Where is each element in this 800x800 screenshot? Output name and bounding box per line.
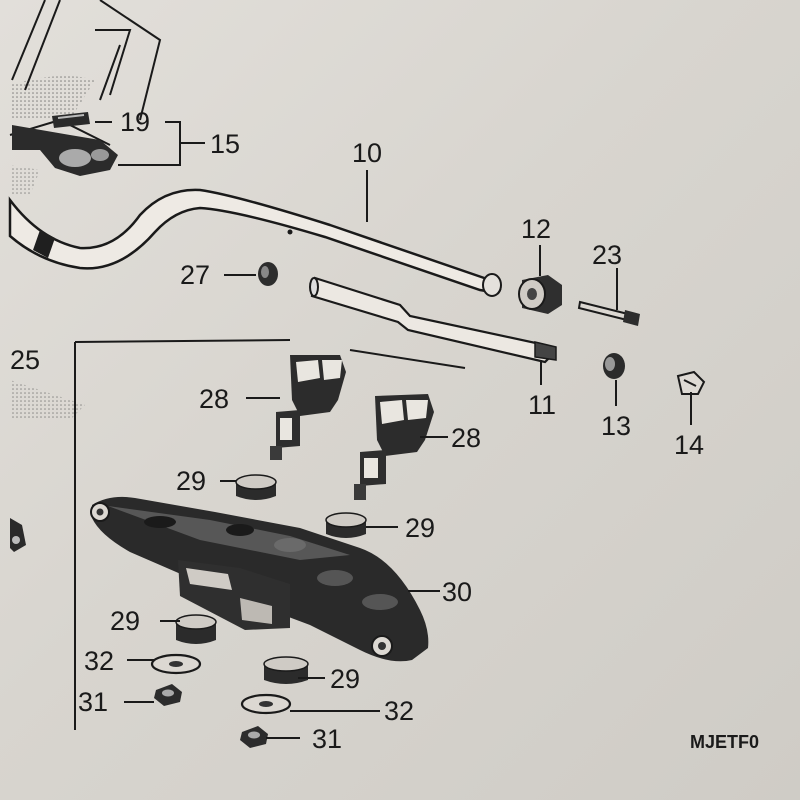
part-31-b	[240, 726, 268, 748]
part-13	[603, 353, 625, 379]
callout-10: 10	[352, 138, 383, 168]
part-32-a	[150, 653, 202, 675]
leaders-15-19	[95, 121, 205, 166]
shading-top-left	[10, 76, 95, 120]
callout-28-lower: 28	[451, 423, 482, 453]
part-29-a	[235, 474, 277, 500]
callout-29-a: 29	[176, 466, 207, 496]
callout-29-b: 29	[405, 513, 436, 543]
callout-14: 14	[674, 430, 705, 460]
part-27	[258, 262, 278, 286]
part-29-b	[325, 512, 367, 538]
callout-11: 11	[528, 390, 557, 420]
part-19	[52, 112, 90, 128]
part-25-fragment	[10, 518, 26, 552]
part-15	[12, 125, 118, 176]
part-31-a	[154, 684, 182, 706]
callout-29-c: 29	[110, 606, 141, 636]
part-28-upper	[270, 355, 346, 460]
callout-31-a: 31	[78, 687, 109, 717]
part-12	[518, 275, 562, 314]
callout-31-b: 31	[312, 724, 343, 754]
part-29-c	[175, 614, 217, 644]
part-30-top-bridge	[90, 496, 429, 662]
part-28-lower	[354, 394, 434, 500]
inset-frame	[74, 339, 466, 730]
callout-28-upper: 28	[199, 384, 230, 414]
part-29-d	[263, 656, 309, 684]
part-23	[577, 300, 640, 326]
part-10-handlebar	[8, 188, 502, 297]
shading-left	[10, 165, 40, 195]
part-32-b	[240, 693, 292, 715]
callout-32-a: 32	[84, 646, 115, 676]
shading-25	[10, 380, 85, 420]
figure-code: MJETF0	[690, 732, 760, 752]
callout-32-b: 32	[384, 696, 415, 726]
callout-30: 30	[442, 577, 473, 607]
part-14	[676, 370, 706, 395]
part-11	[309, 276, 557, 364]
callout-13: 13	[601, 411, 632, 441]
callout-12: 12	[521, 214, 552, 244]
callout-25: 25	[10, 345, 41, 375]
callout-15: 15	[210, 129, 241, 159]
callout-29-d: 29	[330, 664, 361, 694]
callout-23: 23	[592, 240, 623, 270]
callout-19: 19	[120, 107, 151, 137]
callout-27: 27	[180, 260, 211, 290]
